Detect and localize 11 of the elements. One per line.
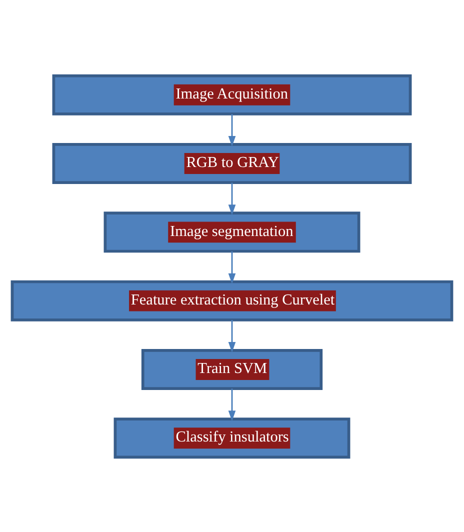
arrow [228,320,236,352]
arrow [228,114,236,146]
node-box: Image segmentation [104,211,360,252]
node-box: Classify insulators [114,417,350,458]
node-box: Feature extraction using Curvelet [10,280,454,321]
arrow [228,250,236,284]
node-box: RGB to GRAY [52,142,412,184]
node-box: Image Acquisition [52,74,412,115]
arrow [228,388,236,421]
arrow [228,182,236,215]
node-box: Train SVM [141,348,323,390]
